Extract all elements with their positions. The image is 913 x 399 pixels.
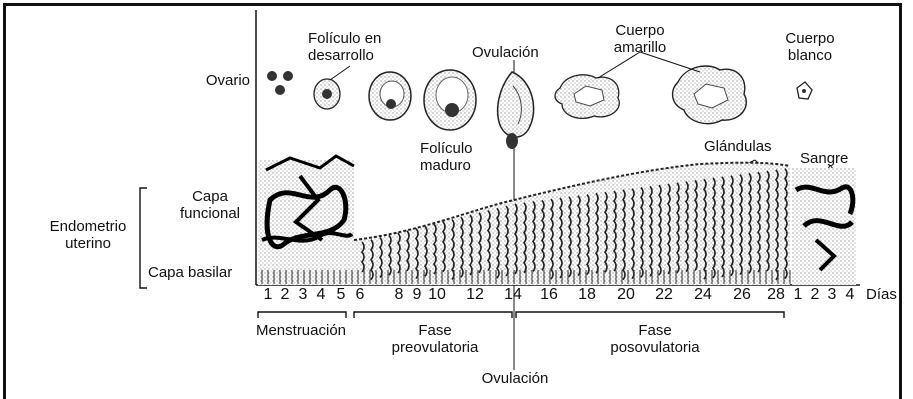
day-tick: 22 [655,286,673,304]
day-tick: 6 [356,286,365,304]
endometrio-bracket [140,188,147,288]
day-tick: 4 [846,286,855,304]
label-sangre: Sangre [800,150,848,167]
endometrium-menstrual-shedding [258,156,354,285]
day-tick: 2 [811,286,820,304]
day-tick: 14 [504,286,522,304]
label-cuerpo-amarillo: Cuerpo amarillo [600,22,680,56]
ovary-stage-mature-follicle [424,70,476,130]
day-tick: 1 [264,286,273,304]
label-fase-posovulatoria: Fase posovulatoria [590,322,720,356]
day-tick: 8 [395,286,404,304]
day-tick: 18 [578,286,596,304]
day-tick: 24 [694,286,712,304]
day-tick: 16 [540,286,558,304]
day-tick: 9 [413,286,422,304]
ovary-stage-growing-follicle [369,72,411,120]
day-tick: 4 [317,286,326,304]
day-tick: 3 [828,286,837,304]
day-tick: 2 [281,286,290,304]
ovary-corpus-albicans [797,82,812,99]
label-cuerpo-blanco: Cuerpo blanco [780,30,840,64]
day-tick: 20 [617,286,635,304]
menstruacion-bracket [258,312,346,318]
label-capa-basilar: Capa basilar [148,264,232,281]
label-ovario: Ovario [170,72,250,89]
day-tick: 12 [466,286,484,304]
label-foliculo-desarrollo: Folículo en desarrollo [308,30,381,64]
ovary-corpus-luteum-small [555,75,619,119]
endometrium-next-menstruation [792,168,856,285]
day-tick: 26 [733,286,751,304]
label-ovulacion-top: Ovulación [472,44,539,61]
label-ovulacion-bottom: Ovulación [460,370,570,387]
label-menstruacion: Menstruación [236,322,366,339]
ovary-stage-developing-follicle [314,79,340,109]
label-endometrio-uterino: Endometrio uterino [40,218,136,252]
preovulatoria-bracket [354,312,512,318]
day-tick: 1 [794,286,803,304]
day-tick: 3 [299,286,308,304]
label-fase-preovulatoria: Fase preovulatoria [370,322,500,356]
label-foliculo-maduro: Folículo maduro [420,140,473,174]
ovary-stage-early-follicles [267,71,293,95]
posovulatoria-bracket [516,312,784,318]
ovary-stage-ovulation [498,72,534,149]
label-dias: Días [866,286,897,303]
label-glandulas: Glándulas [704,138,772,155]
day-tick: 28 [767,286,785,304]
ovary-corpus-luteum-large [673,66,747,124]
day-tick: 5 [337,286,346,304]
endometrium-functional-layer [354,163,790,285]
day-tick: 10 [428,286,446,304]
label-capa-funcional: Capa funcional [170,188,250,222]
